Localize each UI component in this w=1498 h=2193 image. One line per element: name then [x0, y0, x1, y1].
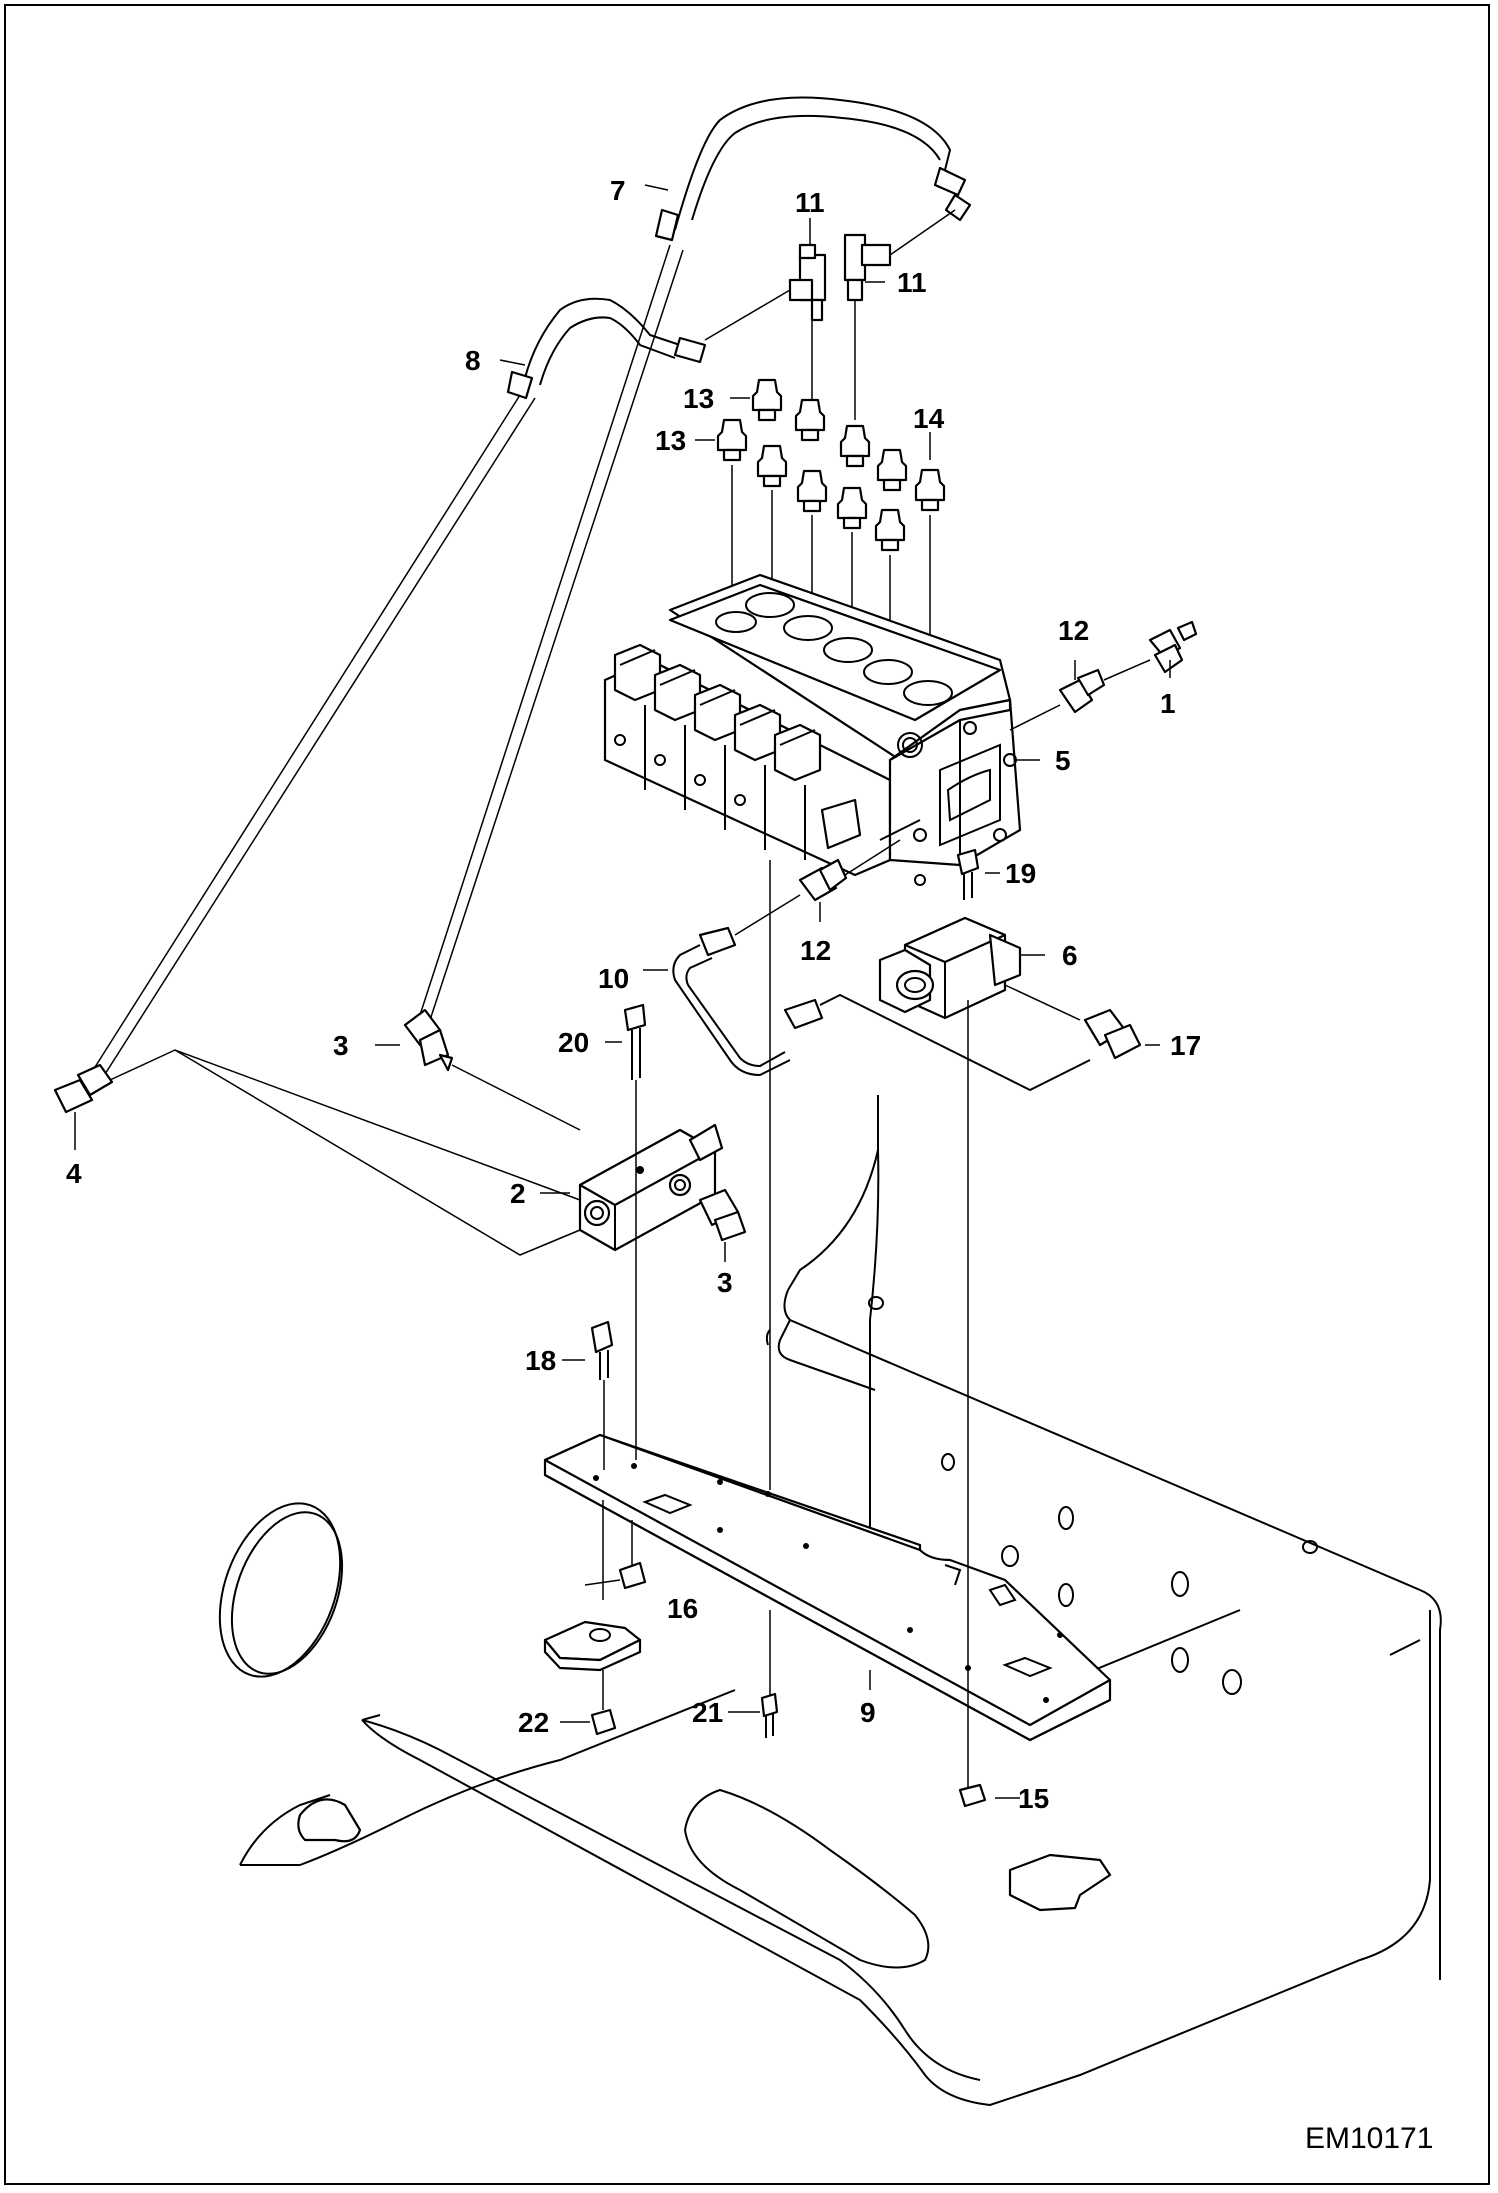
callout-11b: 11	[897, 267, 927, 298]
solenoid-valve-6	[878, 916, 1022, 1020]
nut-22	[590, 1500, 617, 1736]
callout-21: 21	[692, 1697, 723, 1728]
elbow-fitting-4	[53, 1063, 114, 1114]
callout-labels: 1 2 3 3 4 5 6 7 8 9 10 11 11 12 12 13 13…	[66, 175, 1201, 1814]
hose-7	[654, 96, 972, 242]
bolt-19	[956, 848, 980, 1790]
callout-18: 18	[525, 1345, 556, 1376]
figure-reference-code: EM10171	[1305, 2122, 1433, 2155]
diagram-frame	[4, 4, 1490, 2185]
callout-1: 1	[1160, 688, 1176, 719]
callout-16: 16	[667, 1593, 698, 1624]
nut-16	[618, 1520, 647, 1590]
callout-11a: 11	[795, 187, 825, 218]
control-valve-body	[603, 573, 1022, 886]
adapter-fitting-12b	[798, 858, 848, 902]
callout-12b: 12	[800, 935, 831, 966]
bolt-20	[623, 1003, 647, 1460]
callout-3b: 3	[717, 1267, 733, 1298]
shuttle-valve-block-2	[578, 1123, 724, 1252]
tee-fitting-11a	[788, 243, 827, 322]
callout-5: 5	[1055, 745, 1071, 776]
pilot-lines	[89, 244, 684, 1083]
callout-17: 17	[1170, 1030, 1201, 1061]
callout-15: 15	[1018, 1783, 1049, 1814]
callout-9: 9	[860, 1697, 876, 1728]
plug-fitting-1	[1148, 620, 1198, 674]
callout-8: 8	[465, 345, 481, 376]
spacer-block	[543, 1620, 642, 1672]
callout-13b: 13	[655, 425, 686, 456]
callout-13a: 13	[683, 383, 714, 414]
callout-6: 6	[1062, 940, 1078, 971]
nut-15	[958, 1783, 987, 1808]
elbow-fitting-3a	[403, 1008, 454, 1072]
tee-fitting-11b	[843, 233, 892, 302]
callout-4: 4	[66, 1158, 82, 1189]
bolt-18	[590, 1320, 614, 1470]
callout-14: 14	[913, 403, 945, 434]
hose-8	[506, 297, 707, 400]
adapter-fitting-12a	[1058, 668, 1106, 714]
callout-2: 2	[510, 1178, 526, 1209]
callout-10: 10	[598, 963, 629, 994]
callout-19: 19	[1005, 858, 1036, 889]
callout-22: 22	[518, 1707, 549, 1738]
bolt-21	[760, 860, 779, 1738]
callout-3a: 3	[333, 1030, 349, 1061]
elbow-fitting-3b	[698, 1188, 747, 1242]
elbow-fitting-17	[1083, 1008, 1142, 1060]
callout-20: 20	[558, 1027, 589, 1058]
chassis-frame	[218, 1095, 1442, 2107]
callout-7: 7	[610, 175, 626, 206]
callout-12a: 12	[1058, 615, 1089, 646]
leader-lines	[74, 184, 1171, 1799]
tube-10	[672, 894, 1091, 1092]
